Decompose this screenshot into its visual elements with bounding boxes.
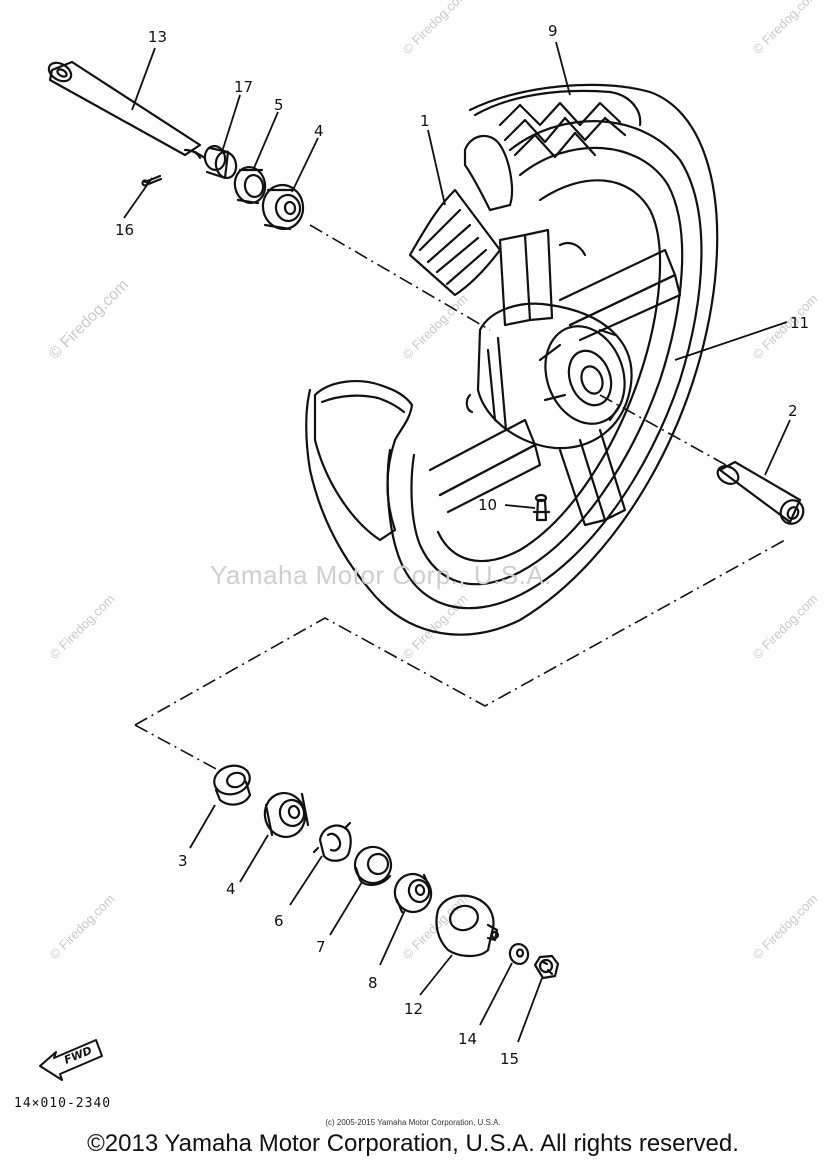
washer — [508, 942, 530, 966]
retainer — [312, 821, 352, 862]
watermark-firedog: © Firedog.com — [400, 0, 471, 57]
callout-16: 16 — [115, 221, 134, 239]
watermark-firedog: © Firedog.com — [400, 891, 471, 962]
callout-15: 15 — [500, 1050, 519, 1068]
rim-inner — [410, 146, 684, 586]
callout-4-bottom: 4 — [226, 880, 236, 898]
callout-1: 1 — [420, 112, 430, 130]
center-watermark: Yamaha Motor Corp., U.S.A. — [210, 560, 552, 590]
tire-tread — [473, 89, 642, 159]
callout-17: 17 — [234, 78, 253, 96]
watermark-firedog: © Firedog.com — [47, 591, 118, 662]
watermark-firedog: © Firedog.com — [400, 291, 471, 362]
firedog-watermarks: © Firedog.com © Firedog.com © Firedog.co… — [46, 0, 821, 962]
fwd-arrow: FWD — [39, 1039, 103, 1081]
callout-12: 12 — [404, 1000, 423, 1018]
axle — [48, 60, 202, 157]
callout-13: 13 — [148, 28, 167, 46]
axle-group — [47, 60, 305, 231]
drawing-number: 14×010-2340 — [14, 1096, 112, 1111]
copyright-footer: ©2013 Yamaha Motor Corporation, U.S.A. A… — [87, 1130, 739, 1157]
bearing-lower — [263, 792, 310, 838]
small-copyright: (c) 2005-2015 Yamaha Motor Corporation, … — [325, 1118, 501, 1127]
spacer-flange — [213, 764, 252, 806]
callout-9: 9 — [548, 22, 558, 40]
watermark-firedog: © Firedog.com — [400, 591, 471, 662]
tube-section — [408, 188, 502, 297]
valve-stem — [532, 493, 551, 522]
exploded-lines — [134, 224, 786, 771]
tire-section-top — [463, 134, 514, 212]
collar — [203, 144, 238, 180]
watermark-firedog: © Firedog.com — [46, 276, 132, 362]
watermark-firedog: © Firedog.com — [750, 291, 821, 362]
callout-11: 11 — [790, 314, 809, 332]
collar-right — [716, 460, 805, 525]
watermark-firedog: © Firedog.com — [47, 891, 118, 962]
bearing-top — [261, 183, 305, 231]
callout-8: 8 — [368, 974, 378, 992]
watermark-firedog: © Firedog.com — [750, 591, 821, 662]
wheel-hub — [465, 302, 633, 450]
axle-nut — [533, 954, 560, 980]
callout-2: 2 — [788, 402, 798, 420]
callout-5: 5 — [274, 96, 284, 114]
wheel-spokes — [428, 228, 682, 527]
callout-14: 14 — [458, 1030, 477, 1048]
leader-lines — [123, 41, 791, 1043]
tire-section-bottom — [313, 380, 414, 542]
watermark-firedog: © Firedog.com — [750, 0, 821, 57]
rim-outer — [386, 120, 703, 610]
callout-labels: 13 17 5 4 16 1 9 11 2 10 3 4 6 7 8 12 14… — [115, 22, 809, 1068]
callout-6: 6 — [274, 912, 284, 930]
callout-3: 3 — [178, 852, 188, 870]
fwd-label: FWD — [62, 1044, 94, 1067]
tire-outer — [305, 83, 719, 636]
oil-seal-lower — [353, 845, 393, 886]
wheel-assembly — [305, 83, 719, 636]
gear-unit — [435, 894, 500, 958]
callout-7: 7 — [316, 938, 326, 956]
bearing-8 — [393, 872, 433, 914]
callout-10: 10 — [478, 496, 497, 514]
oil-seal-top — [233, 165, 267, 205]
callout-4-top: 4 — [314, 122, 324, 140]
watermark-firedog: © Firedog.com — [750, 891, 821, 962]
lower-parts — [213, 764, 560, 980]
